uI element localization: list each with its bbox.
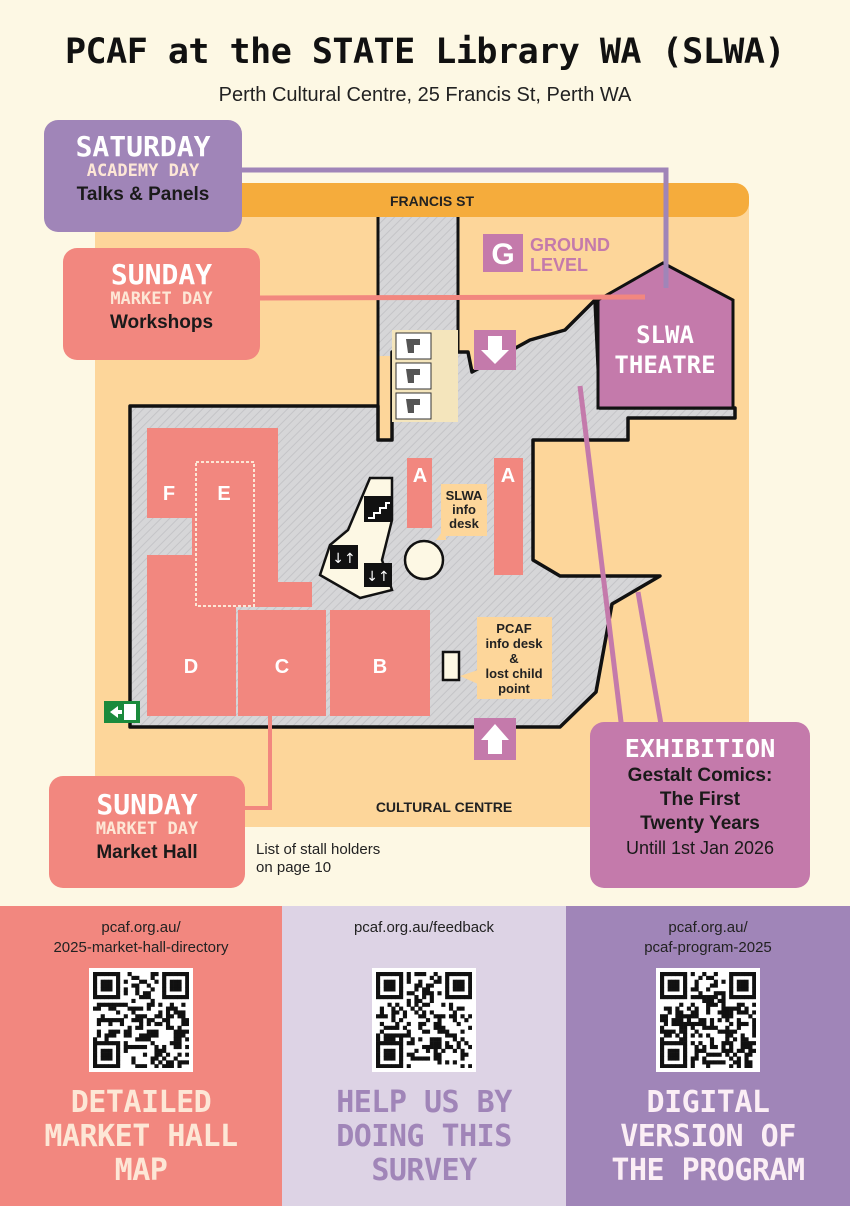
callout-exhibition: EXHIBITION Gestalt Comics: The First Twe… (590, 722, 810, 888)
exhibition-line-2: The First (659, 789, 741, 810)
callout-saturday: SATURDAY ACADEMY DAY Talks & Panels (44, 120, 242, 232)
slwa-desk-label-3: desk (449, 516, 479, 531)
stall-f: F (147, 428, 192, 518)
panel-url[interactable]: pcaf.org.au/ 2025-market-hall-directory (0, 918, 282, 962)
cta-line-3: SURVEY (371, 1152, 477, 1188)
sunday-workshops-detail: Workshops (109, 311, 214, 333)
slwa-info-desk (403, 539, 445, 581)
pcaf-desk-label-3: & (509, 651, 518, 666)
cta-line-2: VERSION OF (620, 1118, 796, 1154)
connector-exhibition-1 (577, 385, 625, 731)
cta-line-3: MAP (114, 1152, 168, 1188)
pcaf-desk-label-2: info desk (485, 636, 543, 651)
sunday-market-day: SUNDAY (96, 788, 198, 821)
pcaf-desk-label-box (477, 617, 552, 699)
svg-text:B: B (373, 656, 387, 678)
panel-market-hall-map[interactable]: pcaf.org.au/ 2025-market-hall-directory … (0, 906, 282, 1206)
exhibition-line-1: Gestalt Comics: (627, 765, 773, 787)
cta-line-2: MARKET HALL (44, 1118, 238, 1154)
connector-workshops (259, 294, 646, 301)
qr-code[interactable] (89, 968, 193, 1072)
stall-a-left: A (407, 458, 432, 528)
level-label-2: LEVEL (530, 255, 588, 275)
saturday-day: SATURDAY (75, 130, 211, 163)
connector-exhibition-2 (635, 591, 665, 731)
exhibition-line-3: Twenty Years (640, 812, 760, 834)
corridor (378, 217, 458, 356)
panel-survey[interactable]: pcaf.org.au/feedback HELP US BY DOING TH… (282, 906, 566, 1206)
stall-b: B (330, 610, 430, 716)
lift-icon: ↓↑ (364, 563, 392, 587)
panel-url-line-1[interactable]: pcaf.org.au/ (101, 919, 181, 936)
svg-text:F: F (163, 483, 175, 505)
stall-e: E (192, 428, 312, 607)
svg-text:↓↑: ↓↑ (332, 551, 355, 567)
sunday-market-detail: Market Hall (96, 841, 198, 863)
sunday-workshops-day: SUNDAY (110, 258, 213, 291)
cta-line-2: DOING THIS (336, 1118, 512, 1154)
saturday-type: ACADEMY DAY (86, 161, 200, 182)
exhibition-date: Untill 1st Jan 2026 (625, 837, 775, 858)
svg-text:C: C (275, 656, 289, 678)
exit-icon (104, 701, 140, 723)
cta-line-1: DIGITAL (646, 1085, 770, 1120)
arrow-up-icon (474, 718, 516, 760)
stairs-icon (364, 496, 392, 522)
panel-url[interactable]: pcaf.org.au/ pcaf-program-2025 (566, 918, 850, 962)
cta-line-1: HELP US BY (336, 1085, 512, 1120)
level-badge-letter: G (491, 238, 514, 271)
francis-st-band (210, 183, 749, 217)
toilet-icon (392, 330, 458, 422)
level-label-1: GROUND (530, 235, 610, 255)
callout-sunday-workshops: SUNDAY MARKET DAY Workshops (63, 248, 260, 360)
level-badge (483, 234, 523, 272)
svg-text:↓↑: ↓↑ (366, 569, 389, 585)
sunday-market-type: MARKET DAY (95, 819, 199, 840)
panel-url-line-1[interactable]: pcaf.org.au/feedback (353, 919, 495, 936)
panel-url-line-2[interactable]: 2025-market-hall-directory (53, 939, 229, 957)
panel-digital-program[interactable]: pcaf.org.au/ pcaf-program-2025 DIGITAL V… (566, 906, 850, 1206)
theatre-label-1: SLWA (636, 321, 694, 349)
theatre-label-2: THEATRE (614, 351, 715, 379)
exhibition-heading: EXHIBITION (624, 734, 776, 763)
svg-text:D: D (184, 656, 198, 678)
slwa-desk-label-2: info (452, 502, 476, 517)
svg-text:A: A (501, 465, 515, 487)
pcaf-info-desk (441, 650, 461, 682)
arrow-down-icon (474, 330, 516, 370)
street-label-bottom: CULTURAL CENTRE (376, 799, 512, 815)
stall-d: D (147, 555, 236, 716)
stall-c: C (238, 610, 326, 716)
stall-note-line-2: on page 10 (256, 859, 332, 876)
panel-url-line-1[interactable]: pcaf.org.au/ (668, 919, 748, 936)
pcaf-desk-label-4: lost child (485, 666, 542, 681)
venue-address: Perth Cultural Centre, 25 Francis St, Pe… (218, 84, 632, 106)
svg-text:A: A (413, 465, 427, 487)
qr-code[interactable] (656, 968, 760, 1072)
saturday-detail: Talks & Panels (76, 183, 210, 205)
stall-note-line-1: List of stall holders (256, 841, 381, 858)
panel-url[interactable]: pcaf.org.au/feedback (282, 918, 566, 962)
callout-sunday-market: SUNDAY MARKET DAY Market Hall (49, 776, 245, 888)
svg-text:E: E (217, 483, 230, 505)
slwa-desk-label-1: SLWA (446, 488, 483, 503)
lift-icon: ↓↑ (330, 545, 358, 569)
qr-code[interactable] (372, 968, 476, 1072)
panel-cta: DIGITAL VERSION OF THE PROGRAM (566, 1086, 850, 1188)
cta-line-3: THE PROGRAM (611, 1152, 805, 1188)
pcaf-desk-label-1: PCAF (496, 621, 531, 636)
connector-saturday (240, 167, 669, 288)
connector-market (244, 716, 272, 810)
pcaf-desk-label-5: point (498, 681, 530, 696)
sunday-workshops-type: MARKET DAY (110, 289, 213, 310)
panel-cta: HELP US BY DOING THIS SURVEY (282, 1086, 566, 1188)
slwa-desk-label-box (441, 484, 487, 536)
street-label-top: FRANCIS ST (390, 193, 474, 209)
panel-url-line-2[interactable]: pcaf-program-2025 (644, 939, 772, 957)
stall-note: List of stall holders on page 10 (256, 841, 380, 877)
stall-a-right: A (494, 458, 523, 575)
cta-line-1: DETAILED (70, 1085, 212, 1120)
panel-cta: DETAILED MARKET HALL MAP (0, 1086, 282, 1188)
page-title: PCAF at the STATE Library WA (SLWA) (64, 32, 786, 72)
